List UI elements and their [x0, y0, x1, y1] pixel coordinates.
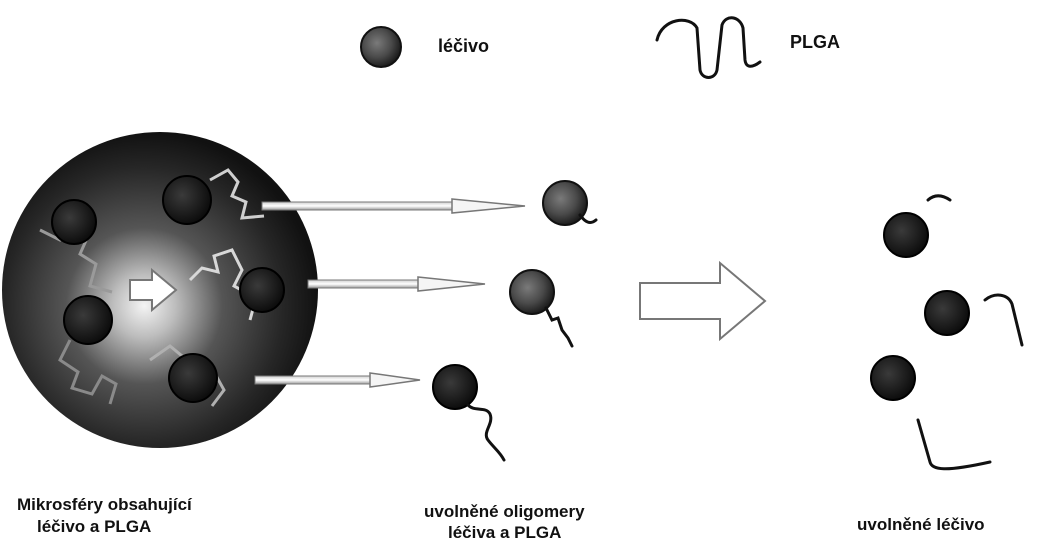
drug-particle-icon	[64, 296, 112, 344]
microsphere	[2, 132, 318, 448]
legend-plga-label: PLGA	[790, 32, 840, 52]
drug-particle-icon	[543, 181, 587, 225]
legend-plga-icon	[657, 18, 760, 78]
plga-fragment-icon	[918, 420, 990, 469]
drug-particle-icon	[871, 356, 915, 400]
drug-particle-icon	[240, 268, 284, 312]
drug-particle-icon	[925, 291, 969, 335]
legend-drug-icon	[361, 27, 401, 67]
drug-particle-icon	[433, 365, 477, 409]
drug-particle-icon	[884, 213, 928, 257]
released-drug-caption: uvolněné léčivo	[857, 515, 985, 535]
released-drug	[871, 196, 1022, 469]
microsphere-caption-line1: Mikrosféry obsahující	[17, 495, 192, 515]
release-arrow-middle	[308, 277, 485, 291]
oligomers-caption-line2: léčiva a PLGA	[448, 523, 561, 543]
drug-particle-icon	[169, 354, 217, 402]
drug-particle-icon	[163, 176, 211, 224]
process-arrow-icon	[640, 263, 765, 339]
plga-fragment-icon	[985, 295, 1022, 345]
oligomers-caption-line1: uvolněné oligomery	[424, 502, 585, 522]
plga-fragment-icon	[580, 215, 596, 222]
plga-fragment-icon	[928, 196, 950, 200]
drug-particle-icon	[510, 270, 554, 314]
plga-fragment-icon	[546, 308, 572, 346]
plga-fragment-icon	[468, 405, 504, 460]
release-arrow-top	[262, 199, 525, 213]
drug-particle-icon	[52, 200, 96, 244]
microsphere-caption-line2: léčivo a PLGA	[37, 517, 151, 537]
legend	[361, 18, 760, 78]
released-oligomers	[433, 181, 596, 460]
legend-drug-label: léčivo	[438, 36, 489, 56]
